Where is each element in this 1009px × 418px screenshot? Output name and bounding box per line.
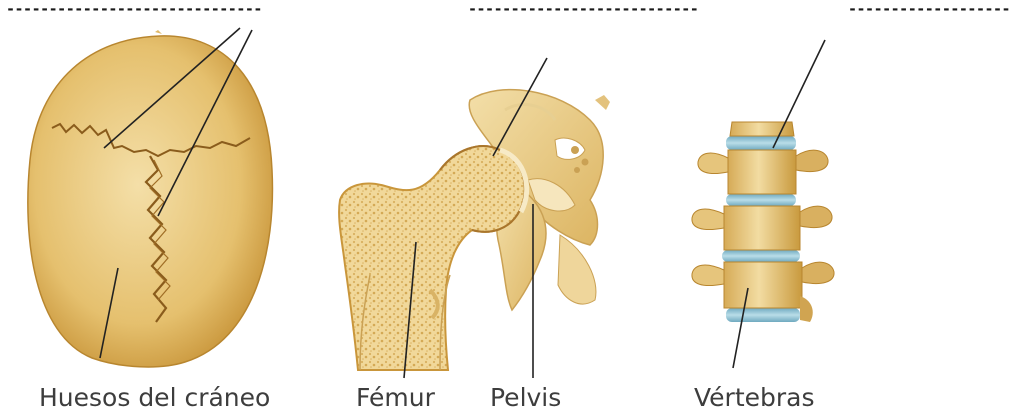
vertebrae-illustration xyxy=(692,122,834,322)
hip-joint-illustration xyxy=(339,90,610,370)
label-skull-bones: Huesos del cráneo xyxy=(39,383,270,413)
label-femur: Fémur xyxy=(356,383,435,413)
skull-illustration xyxy=(28,30,273,367)
label-vertebrae: Vértebras xyxy=(694,383,815,413)
pointer-line-disc xyxy=(773,40,825,148)
label-pelvis: Pelvis xyxy=(490,383,561,413)
